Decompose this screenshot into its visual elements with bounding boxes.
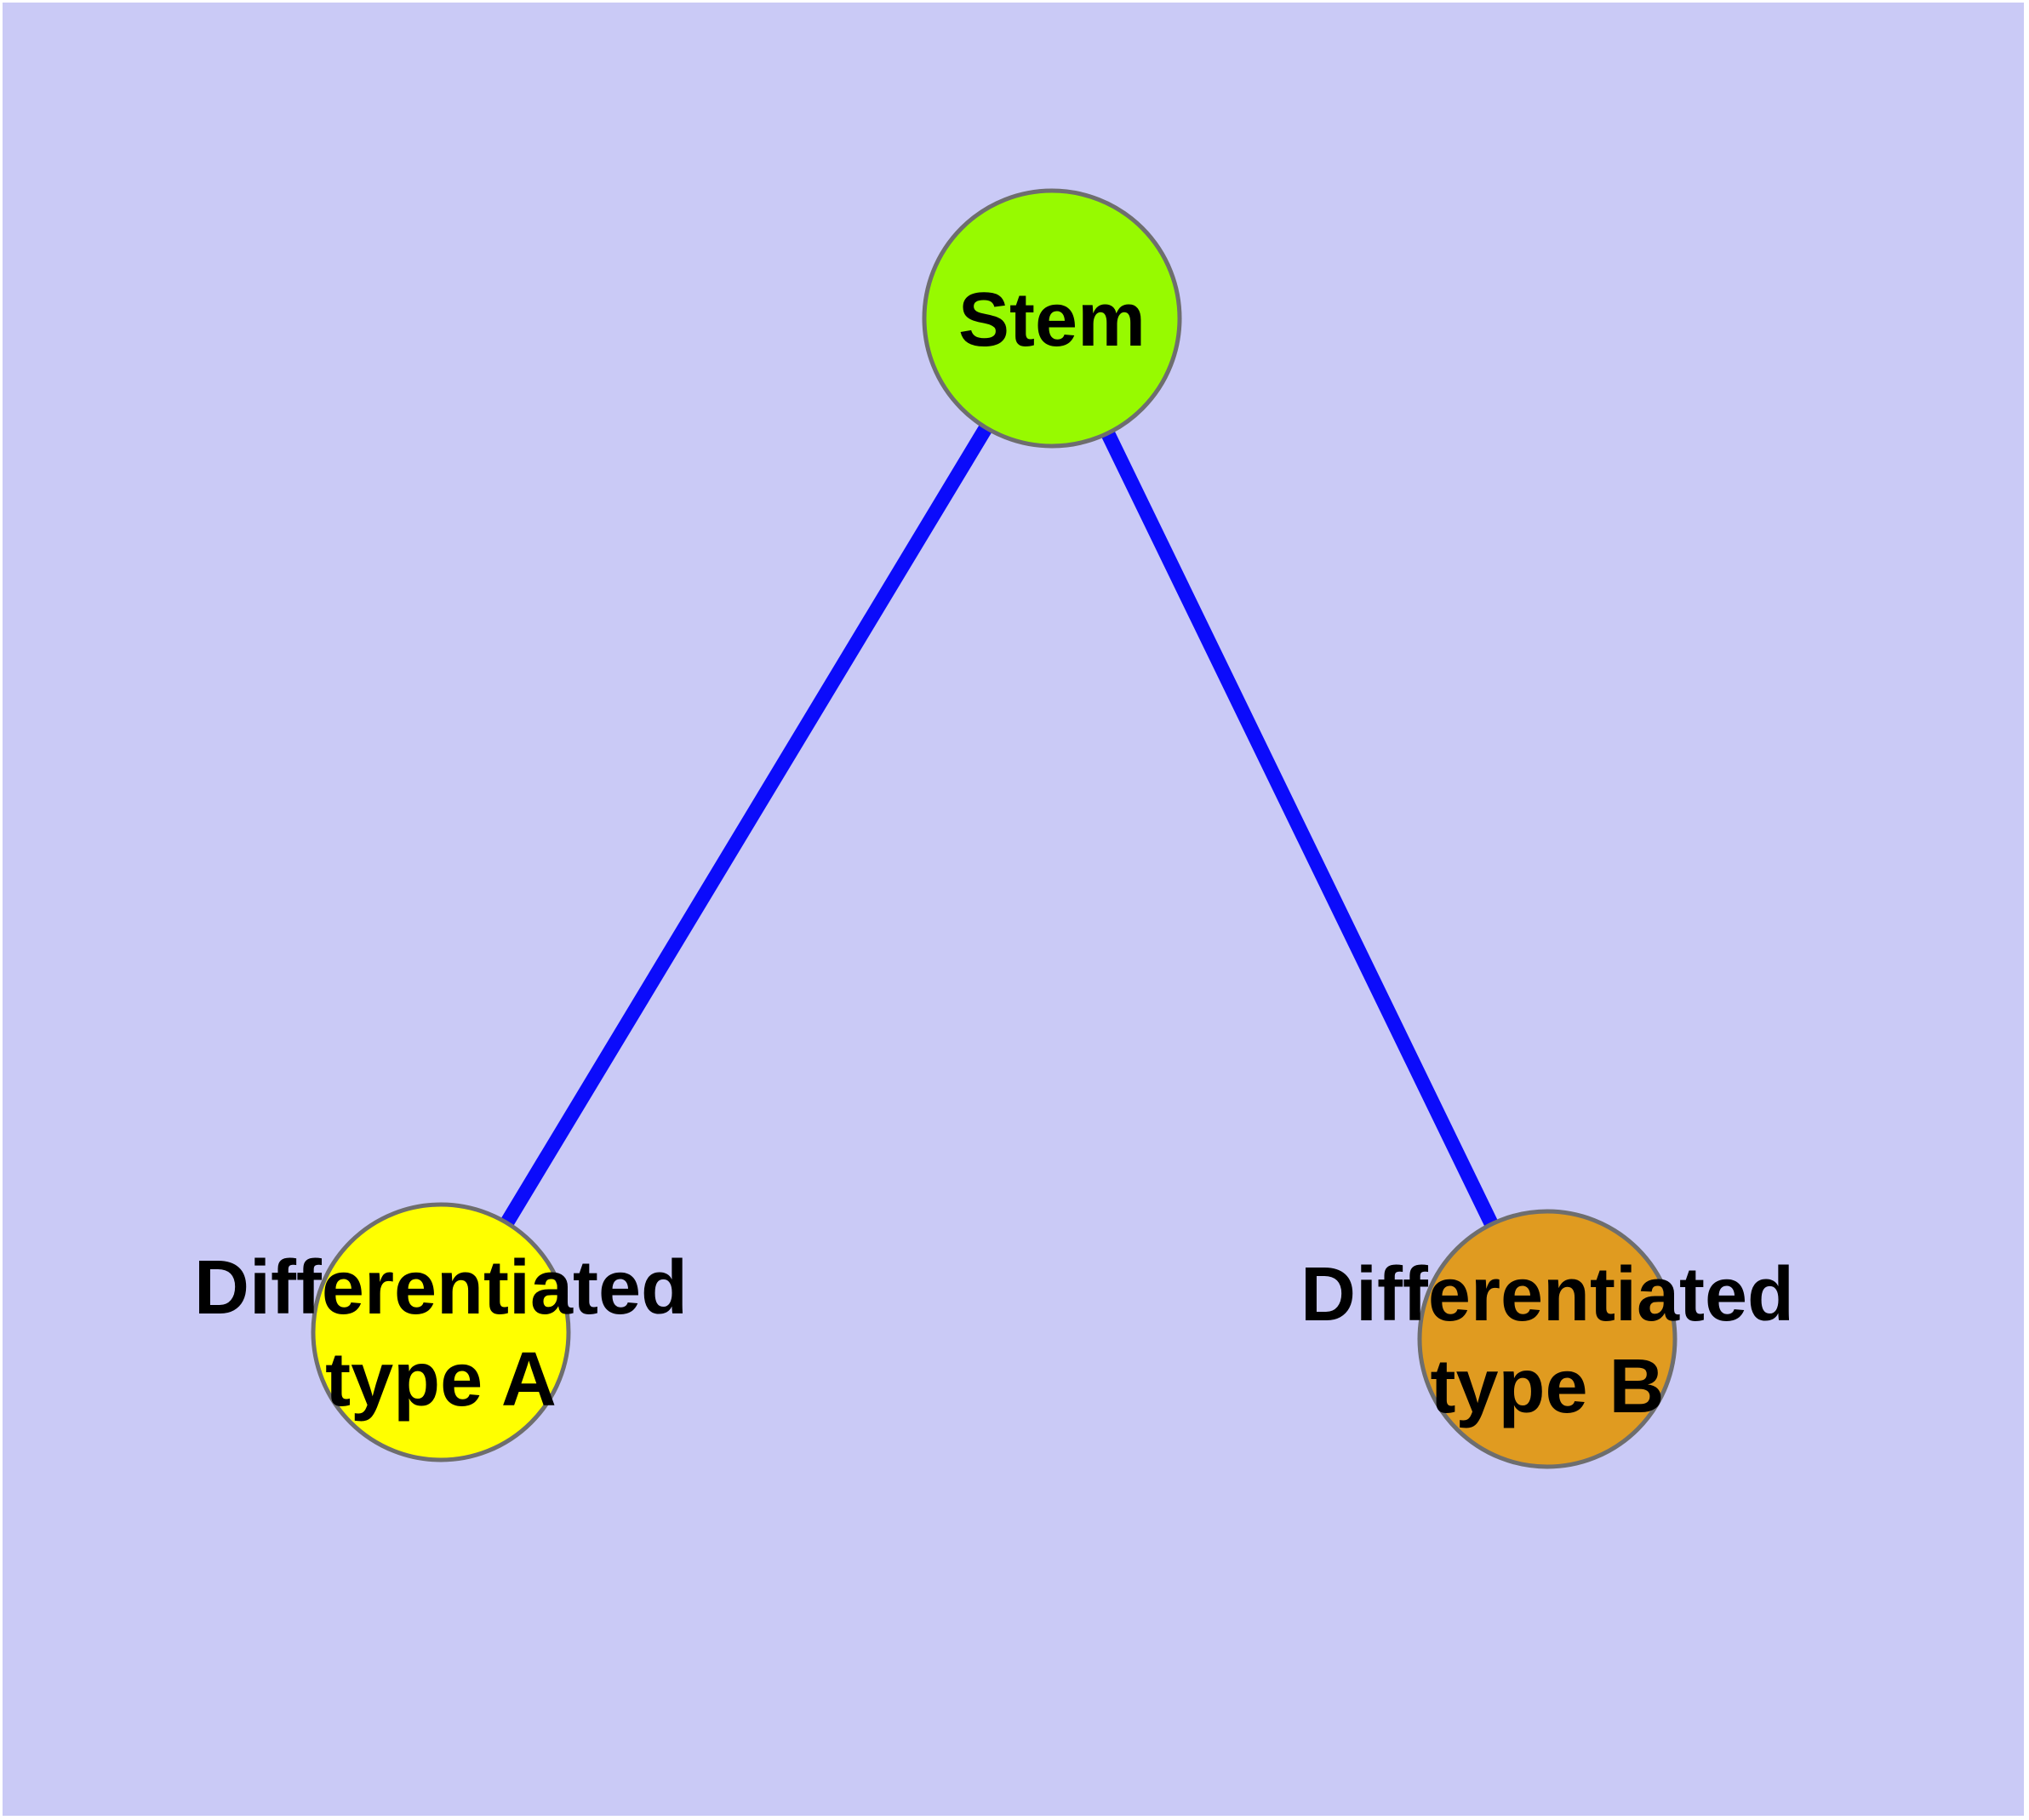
node-type-b-label-line1: Differentiated <box>1300 1252 1794 1337</box>
edge-stem-to-type-b <box>1045 315 1554 1342</box>
node-stem-circle <box>922 188 1182 449</box>
node-type-b-circle <box>1417 1209 1677 1469</box>
node-type-a-label-line2: type A <box>325 1337 557 1422</box>
node-type-b-label-line2: type B <box>1430 1344 1664 1429</box>
edge-stem-to-type-a <box>434 314 1059 1336</box>
node-type-a-label-line1: Differentiated <box>194 1245 688 1331</box>
node-stem-label: Stem <box>958 278 1146 363</box>
node-type-a-circle <box>311 1202 571 1462</box>
